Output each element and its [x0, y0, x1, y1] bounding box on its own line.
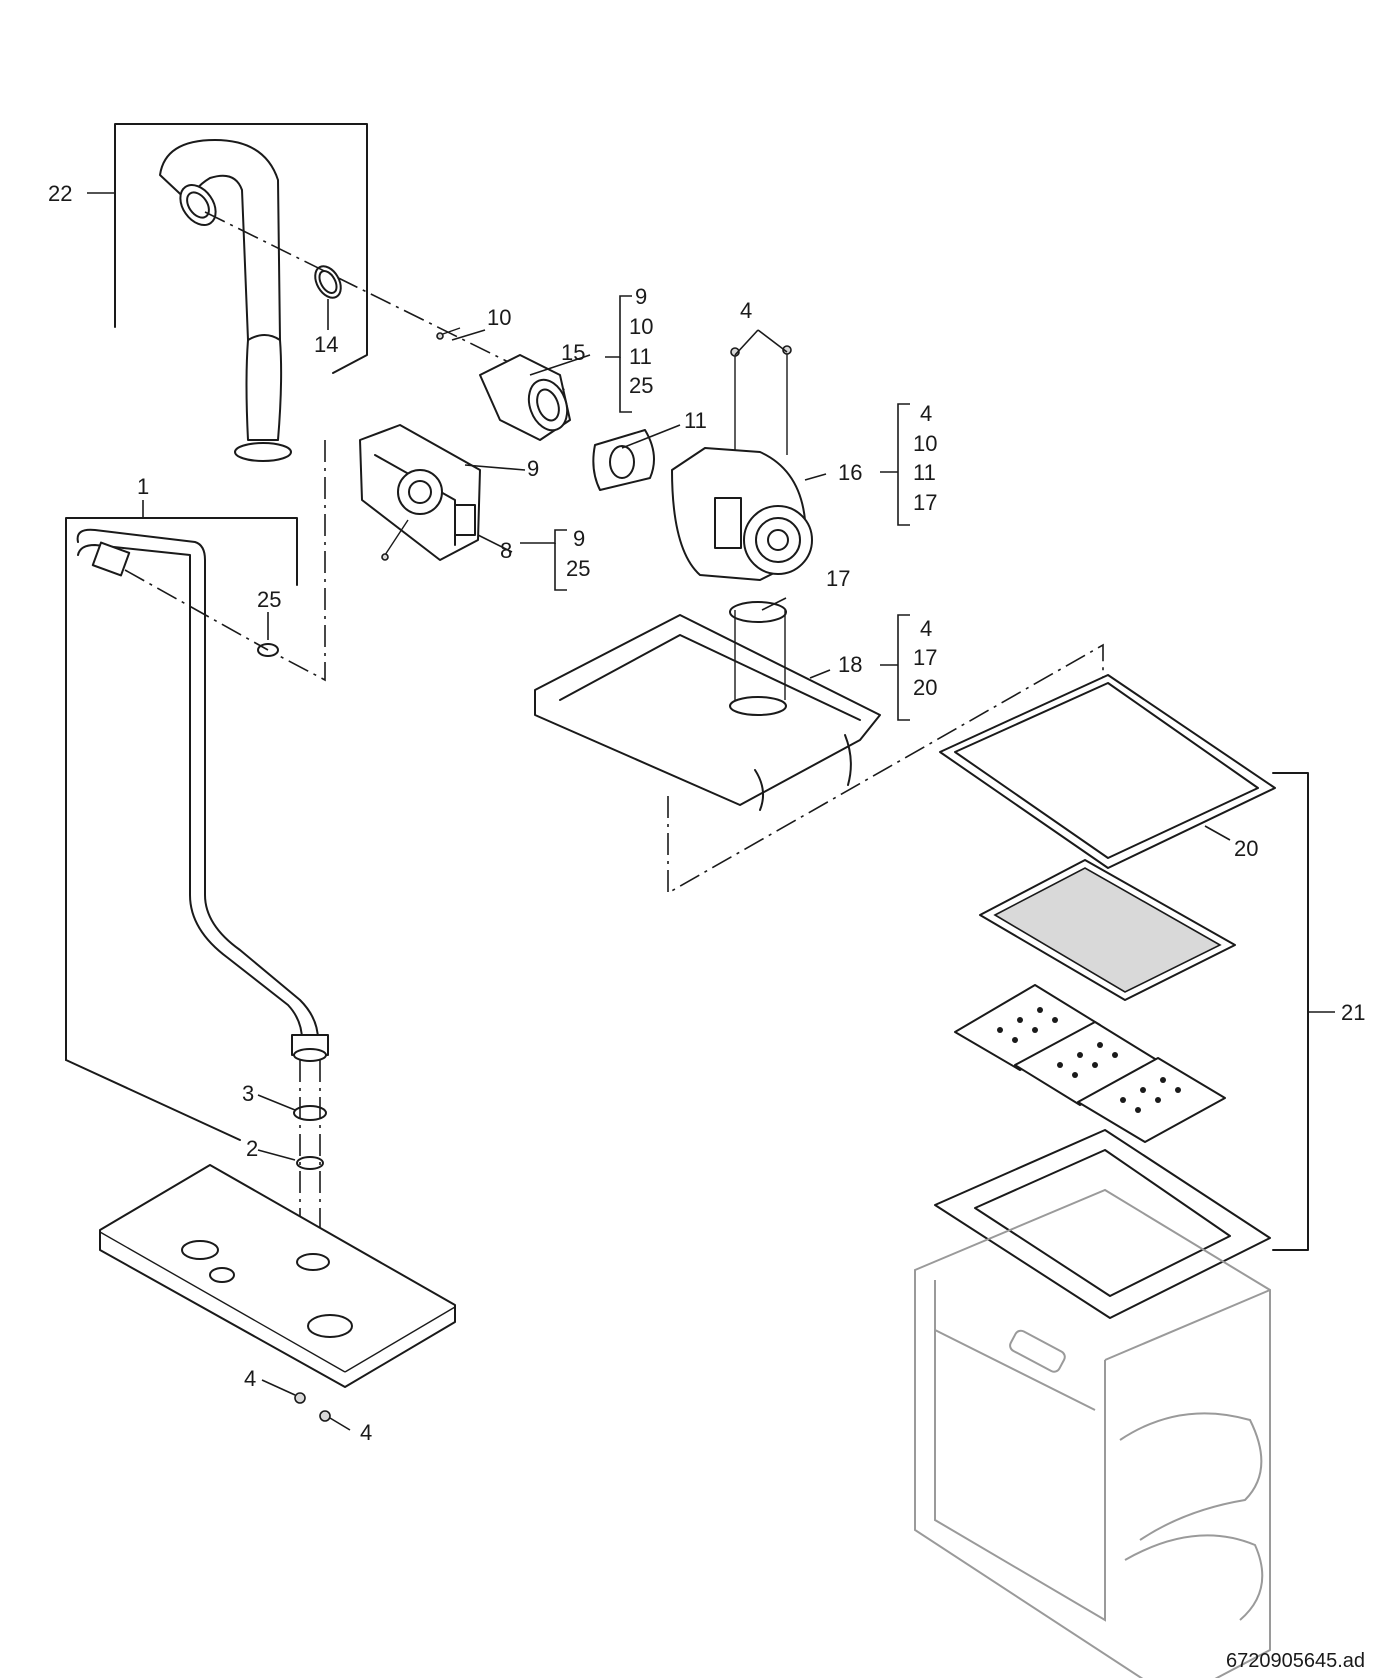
- base-plate: [99, 1164, 456, 1422]
- combustion-seal: [939, 674, 1276, 869]
- kit-list-15: 9 10 11 25: [629, 284, 653, 398]
- burner-plate: [534, 610, 881, 811]
- gas-pipe-axis: [124, 569, 269, 651]
- tile-dot-pattern: [997, 1007, 1181, 1113]
- callout-21: 21: [1341, 1000, 1365, 1025]
- kit-16-item: 11: [913, 460, 936, 485]
- kit-16-item: 17: [913, 490, 937, 515]
- callout-18: 18: [838, 652, 862, 677]
- gasket-11: [592, 429, 655, 491]
- callout-8: 8: [500, 538, 512, 563]
- callout-2: 2: [246, 1136, 258, 1161]
- callout-25: 25: [257, 587, 281, 612]
- fan-assembly: [671, 345, 813, 581]
- fan-seal-ring: [729, 601, 787, 623]
- callout-22: 22: [48, 181, 72, 206]
- kit-16-item: 10: [913, 431, 937, 456]
- insulation-tile-3: [1077, 1057, 1226, 1143]
- gas-adapter: [436, 327, 571, 441]
- kit-18-item: 20: [913, 675, 937, 700]
- callout-3: 3: [242, 1081, 254, 1106]
- kit-8-item: 25: [566, 556, 590, 581]
- assembly-axis: [204, 211, 566, 391]
- heat-exchanger: [914, 1188, 1271, 1678]
- callout-9: 9: [527, 456, 539, 481]
- callout-11: 11: [684, 408, 707, 433]
- kit-15-item: 9: [635, 284, 647, 309]
- callout-4-left: 4: [244, 1366, 256, 1391]
- callout-labels: 22 14 10 15 11 4 9 16 8 17 18 20 21 1 25…: [48, 181, 1365, 1445]
- callout-10: 10: [487, 305, 511, 330]
- kit-18-item: 17: [913, 645, 937, 670]
- callout-4-right: 4: [360, 1420, 372, 1445]
- kit-15-item: 10: [629, 314, 653, 339]
- callout-14: 14: [314, 332, 338, 357]
- kit-16-item: 4: [920, 401, 932, 426]
- kit-18-item: 4: [920, 616, 932, 641]
- callout-1: 1: [137, 474, 149, 499]
- kit-list-16: 4 10 11 17: [913, 401, 937, 515]
- burner-mesh: [979, 859, 1236, 1001]
- burner-frame: [934, 1129, 1271, 1319]
- kit-list-18: 4 17 20: [913, 616, 937, 700]
- kit-8-item: 9: [573, 526, 585, 551]
- kit-15-item: 25: [629, 373, 653, 398]
- gas-valve: [359, 424, 481, 561]
- callout-17: 17: [826, 566, 850, 591]
- callout-20: 20: [1234, 836, 1258, 861]
- flue-pipe-assembly: [114, 123, 368, 462]
- drawing-code: 6720905645.ad: [1226, 1650, 1365, 1672]
- leader-lines: [87, 192, 1335, 1431]
- kit-15-item: 11: [629, 344, 652, 369]
- plate-axis: [667, 643, 1104, 895]
- kit-list-8: 9 25: [566, 526, 590, 581]
- callout-15: 15: [561, 340, 585, 365]
- gas-axis: [267, 440, 326, 682]
- bracket-21: [1272, 772, 1309, 1251]
- callout-4-top: 4: [740, 298, 752, 323]
- gas-pipe-assembly: [65, 517, 329, 1260]
- callout-16: 16: [838, 460, 862, 485]
